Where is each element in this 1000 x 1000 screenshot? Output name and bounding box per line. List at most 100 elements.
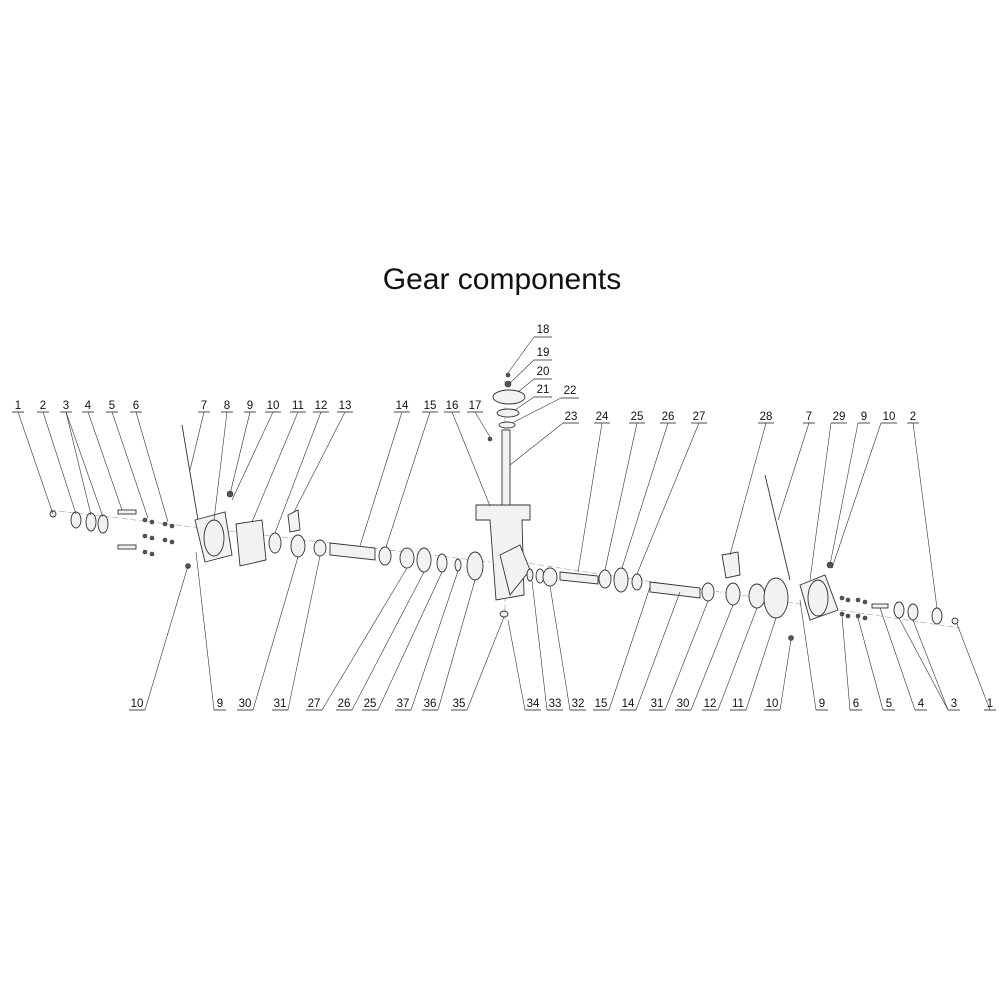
callout-label: 29 [833, 411, 846, 423]
callout-label: 37 [397, 698, 410, 710]
part-washers-5 [142, 517, 155, 557]
part-bevel-gear-20 [492, 389, 526, 405]
part-plug-35 [499, 610, 509, 618]
part-bolts-4r [871, 603, 889, 609]
callout-label: 10 [131, 698, 144, 710]
part-ring-31 [313, 539, 327, 557]
callout-label: 3 [951, 698, 957, 710]
part-shaft-24 [559, 571, 599, 585]
callout-label: 14 [396, 400, 409, 412]
part-bearing-30 [290, 534, 306, 558]
callout-label: 30 [239, 698, 252, 710]
callout-label: 33 [549, 698, 562, 710]
callout-label: 14 [622, 698, 635, 710]
part-bearing-27 [399, 547, 415, 569]
part-ring-37 [454, 558, 462, 572]
callout-label: 5 [886, 698, 892, 710]
callout-label: 4 [85, 400, 92, 412]
callout-label: 25 [631, 411, 644, 423]
callout-label: 22 [564, 385, 577, 397]
callout-label: 18 [537, 324, 550, 336]
part-washer-19 [504, 380, 512, 388]
callout-label: 26 [338, 698, 351, 710]
part-bolt-1r [951, 617, 959, 625]
axis-line [49, 509, 961, 629]
callout-label: 19 [537, 347, 550, 359]
callout-label: 24 [596, 411, 609, 423]
callout-label: 23 [565, 411, 578, 423]
callout-label: 31 [651, 698, 664, 710]
callout-label: 1 [15, 400, 21, 412]
part-gasket-11 [235, 519, 267, 567]
part-seal-3c [893, 601, 905, 619]
part-cover-2r [931, 607, 943, 625]
part-shaft-14r [649, 581, 701, 599]
part-bearing-27r [631, 573, 643, 591]
exploded-assembly [49, 372, 961, 641]
callout-label: 10 [766, 698, 779, 710]
callout-label: 4 [918, 698, 925, 710]
part-bearing-12r [748, 583, 766, 609]
callout-label: 35 [453, 698, 466, 710]
callout-label: 10 [883, 411, 896, 423]
callout-label: 13 [339, 400, 352, 412]
callout-label: 12 [704, 698, 717, 710]
part-ring-25 [436, 553, 448, 573]
part-seal-3b [97, 514, 109, 534]
part-bearing-30r [725, 582, 741, 606]
callout-label: 32 [572, 698, 585, 710]
diagram-title: Gear components [383, 263, 621, 296]
callout-label: 3 [63, 400, 69, 412]
part-seal-3a [85, 512, 97, 532]
callout-label: 6 [133, 400, 139, 412]
callout-label: 2 [40, 400, 46, 412]
callout-label: 5 [109, 400, 115, 412]
part-ring-31r [701, 582, 715, 602]
part-plug-10r [788, 635, 794, 641]
callout-label: 7 [806, 411, 812, 423]
callout-label: 12 [315, 400, 328, 412]
part-ring-34 [526, 568, 534, 582]
part-washers-5r [855, 597, 868, 621]
callout-label: 27 [693, 411, 706, 423]
part-seal-26r [613, 567, 629, 593]
part-bolts-4 [117, 509, 137, 515]
part-nuts-6 [162, 521, 175, 545]
part-gear-21 [496, 408, 520, 418]
callout-label: 10 [267, 400, 280, 412]
callout-label: 31 [274, 698, 287, 710]
part-bracket-13 [287, 509, 301, 533]
callout-label: 8 [224, 400, 230, 412]
callout-label: 9 [819, 698, 825, 710]
part-gear-15 [378, 546, 392, 566]
part-dipstick-7 [181, 424, 199, 521]
part-housing-29-bore [807, 579, 829, 617]
callout-label: 26 [662, 411, 675, 423]
part-nuts-6r [839, 595, 851, 619]
callout-label: 15 [424, 400, 437, 412]
callout-label: 28 [760, 411, 773, 423]
callout-label: 20 [537, 366, 550, 378]
part-gear-32 [542, 567, 558, 587]
callout-label: 34 [527, 698, 540, 710]
callout-label: 25 [364, 698, 377, 710]
callout-label: 9 [247, 400, 253, 412]
callout-label: 36 [424, 698, 437, 710]
bottom-callouts: 10 9 30 31 27 26 25 37 36 35 34 33 32 15… [129, 551, 996, 711]
callout-label: 9 [861, 411, 867, 423]
callout-label: 11 [732, 698, 744, 710]
part-pin-17 [487, 436, 493, 442]
part-gasket-11r [763, 577, 789, 619]
callout-label: 1 [987, 698, 993, 710]
vertical-callouts: 18 19 20 21 22 [507, 324, 579, 424]
part-nut-18 [505, 372, 511, 378]
part-bolts-4b [117, 544, 137, 550]
callout-label: 27 [308, 698, 321, 710]
part-housing-8-bore [203, 519, 225, 557]
part-bearing-25 [598, 569, 612, 589]
part-gear-36 [466, 551, 484, 581]
callout-label: 9 [217, 698, 223, 710]
top-callouts: 1 2 3 4 5 6 7 8 9 10 11 12 13 14 15 16 1… [12, 400, 938, 609]
callout-label: 7 [201, 400, 207, 412]
part-shaft-23 [501, 429, 511, 506]
